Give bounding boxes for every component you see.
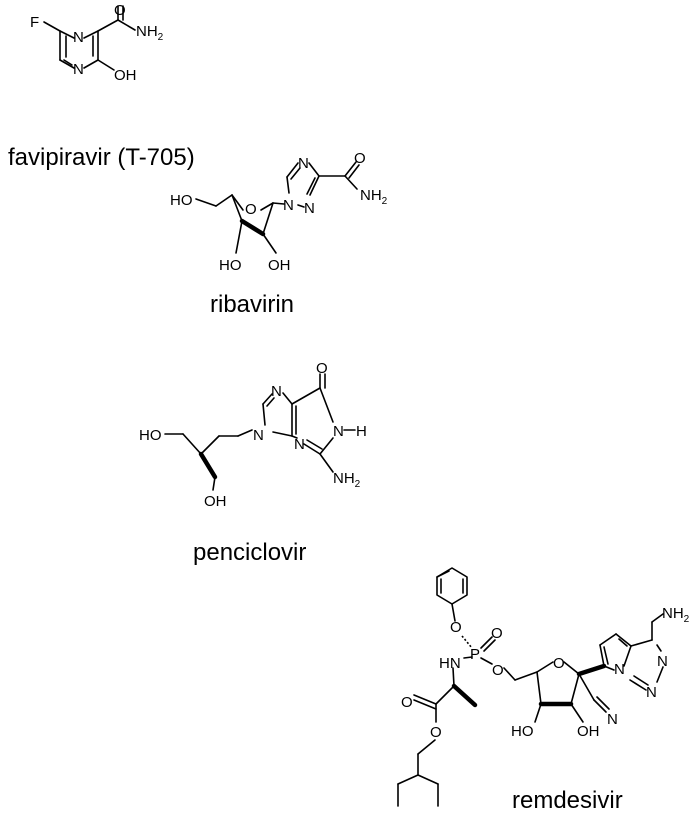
nitrogen-label: N (271, 383, 282, 400)
nitrogen-label: N (298, 155, 309, 172)
ester-oxygen-label: O (492, 662, 504, 679)
amide-label: NH2 (360, 187, 388, 207)
oxygen-label: O (114, 2, 126, 19)
triazine-nitrogen-label: N (657, 653, 668, 670)
nitrogen-label: N (73, 61, 84, 78)
carbonyl-oxygen-label: O (401, 694, 413, 711)
hydroxyl-label: HO (219, 257, 242, 274)
remdesivir-caption: remdesivir (512, 787, 623, 814)
hydroxyl-label: OH (204, 493, 227, 510)
amine-label: NH2 (662, 605, 690, 625)
remdesivir-structure (397, 567, 664, 807)
fluorine-label: F (30, 14, 39, 31)
phosphoryl-oxygen-label: O (491, 625, 503, 642)
hydroxyl-label: OH (268, 257, 291, 274)
penciclovir-structure (164, 373, 356, 491)
nitrogen-label: N (283, 197, 294, 214)
ester-oxygen-label: O (430, 724, 442, 741)
phenoxy-oxygen-label: O (450, 619, 462, 636)
hydroxyl-label: OH (114, 67, 137, 84)
nitrogen-label: N (73, 29, 84, 46)
hydrogen-label: H (356, 423, 367, 440)
amine-label: NH2 (333, 470, 361, 490)
triazine-nitrogen-label: N (646, 684, 657, 701)
amide-nh-label: HN (439, 655, 461, 672)
nitrogen-label: N (333, 423, 344, 440)
amide-label: NH2 (136, 23, 164, 43)
oxygen-label: O (316, 360, 328, 377)
oxygen-label: O (354, 150, 366, 167)
ribavirin-structure (195, 161, 360, 254)
hydroxyl-label: HO (511, 723, 534, 740)
hydroxyl-label: HO (170, 192, 193, 209)
nitrogen-label: N (294, 436, 305, 453)
hydroxyl-label: OH (577, 723, 600, 740)
pyrrole-nitrogen-label: N (614, 661, 625, 678)
penciclovir-caption: penciclovir (193, 539, 306, 566)
ring-oxygen-label: O (245, 201, 257, 218)
nitrogen-label: N (304, 200, 315, 217)
favipiravir-caption: favipiravir (T-705) (8, 144, 195, 171)
nitrile-nitrogen-label: N (607, 711, 618, 728)
hydroxyl-label: HO (139, 427, 162, 444)
nitrogen-label: N (253, 427, 264, 444)
ring-oxygen-label: O (553, 655, 565, 672)
ribavirin-caption: ribavirin (210, 291, 294, 318)
favipiravir-structure (43, 5, 136, 71)
phosphorus-label: P (470, 646, 480, 663)
